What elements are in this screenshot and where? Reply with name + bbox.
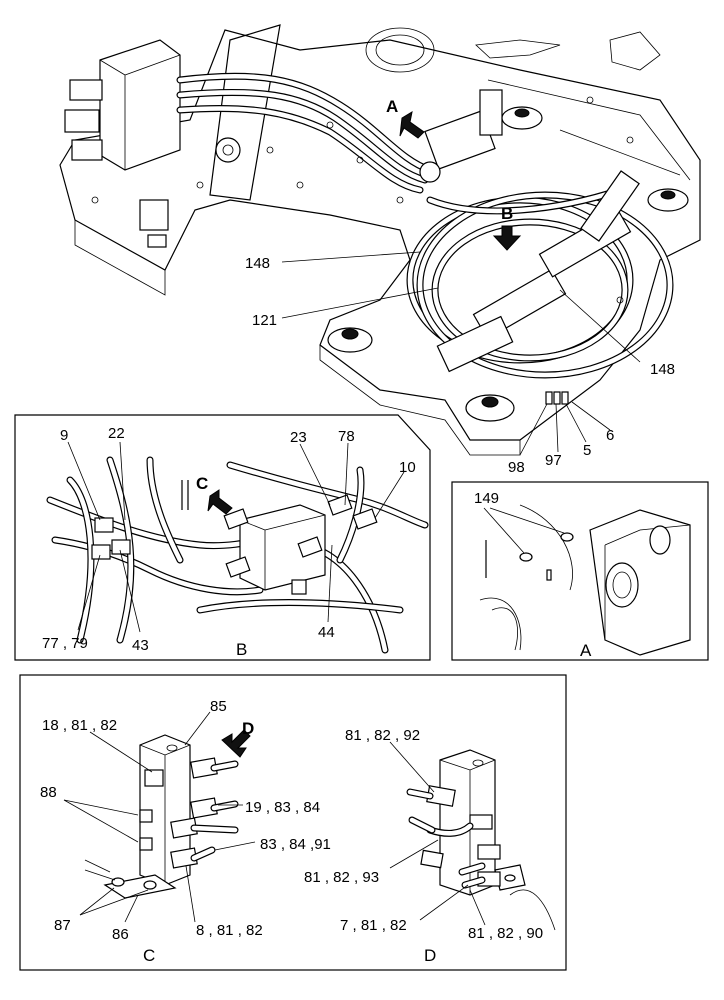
callout-7-81-82: 7 , 81 , 82 (340, 917, 407, 934)
callout-83-84-91: 83 , 84 ,91 (260, 836, 331, 853)
detail-a: 149 A (451, 481, 709, 661)
callout-22: 22 (108, 425, 125, 442)
callout-8-81-82: 8 , 81 , 82 (196, 922, 263, 939)
engine-mount-left (327, 327, 373, 353)
view-arrow-a-label: A (386, 97, 398, 116)
detail-a-view-label: A (580, 641, 592, 660)
engine-mount-bottom (465, 394, 515, 422)
detail-b-view-label: B (236, 640, 247, 659)
detail-d-view-label: D (424, 946, 436, 965)
detail-b: C 9 22 23 78 10 77 , 79 43 44 B (14, 414, 431, 661)
callout-23: 23 (290, 429, 307, 446)
callout-86: 86 (112, 926, 129, 943)
callout-5: 5 (583, 442, 591, 459)
callout-81-82-92: 81 , 82 , 92 (345, 727, 420, 744)
callout-78: 78 (338, 428, 355, 445)
callout-81-82-90: 81 , 82 , 90 (468, 925, 543, 942)
view-arrow-b-label: B (501, 204, 513, 223)
view-arrow-d: D (221, 719, 254, 758)
callout-19-83-84: 19 , 83 , 84 (245, 799, 320, 816)
view-arrow-c-label: C (196, 474, 208, 493)
callout-10: 10 (399, 459, 416, 476)
callout-43: 43 (132, 637, 149, 654)
engine-mount-right (647, 188, 689, 212)
view-arrow-c: C (196, 474, 233, 515)
view-arrow-d-label: D (242, 719, 254, 738)
callout-87: 87 (54, 917, 71, 934)
callout-18-81-82: 18 , 81 , 82 (42, 717, 117, 734)
callout-148-right: 148 (650, 361, 675, 378)
callout-44: 44 (318, 624, 335, 641)
callout-81-82-93: 81 , 82 , 93 (304, 869, 379, 886)
main-assembly-view: A B 148 121 148 6 5 97 98 (59, 24, 701, 476)
callout-98: 98 (508, 459, 525, 476)
callout-77-79: 77 , 79 (42, 635, 88, 652)
callout-121: 121 (252, 312, 277, 329)
detail-cd-frame (19, 674, 567, 971)
callout-6: 6 (606, 427, 614, 444)
callout-9: 9 (60, 427, 68, 444)
detail-c: D 85 18 , 81 , 82 88 19 , 83 , 84 83 , 8… (40, 698, 331, 965)
callout-97: 97 (545, 452, 562, 469)
callout-85: 85 (210, 698, 227, 715)
callout-148-top: 148 (245, 255, 270, 272)
detail-c-view-label: C (143, 946, 155, 965)
callout-149: 149 (474, 490, 499, 507)
detail-d: 81 , 82 , 92 81 , 82 , 93 7 , 81 , 82 81… (304, 727, 556, 965)
clamp-group (545, 391, 569, 405)
callout-88: 88 (40, 784, 57, 801)
view-arrow-a: A (386, 97, 425, 139)
view-arrow-b: B (492, 204, 522, 251)
engine-mount-top (501, 106, 543, 130)
